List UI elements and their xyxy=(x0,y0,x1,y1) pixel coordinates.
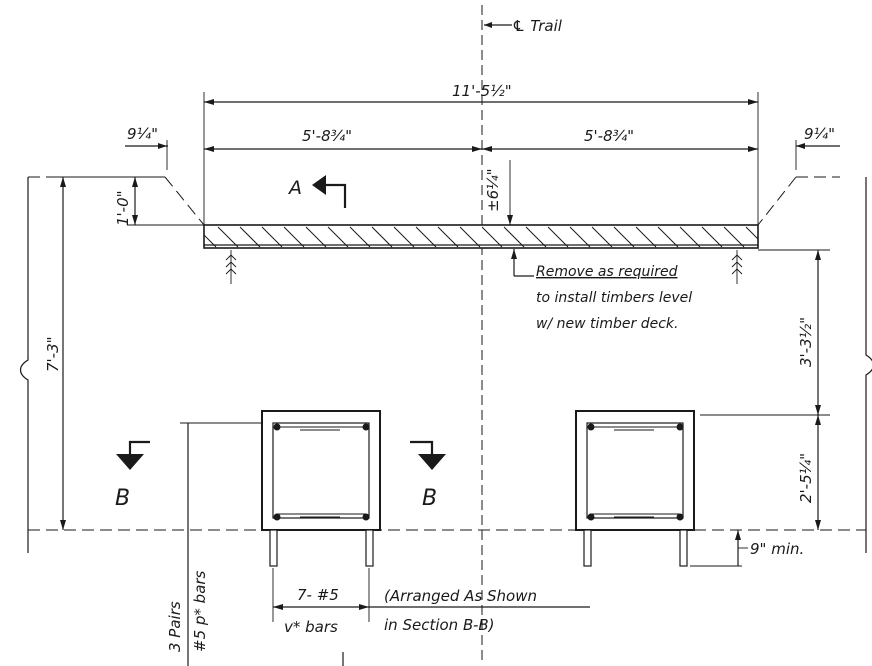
right-support-block xyxy=(575,410,695,567)
section-b-left-leader xyxy=(128,440,150,458)
deck-hatch-line xyxy=(657,226,679,248)
centerline-arrowhead xyxy=(484,22,492,28)
half-width-arrow-center-right xyxy=(482,146,492,152)
left-rise-label: 1'-0" xyxy=(114,190,132,226)
anchor-mark-right xyxy=(731,250,743,284)
top-chamfer-left xyxy=(164,176,205,226)
right-lower-height-label: 2'-5¼" xyxy=(797,453,815,503)
v-bars-arrow-left xyxy=(273,604,283,610)
embed-min-label: 9" min. xyxy=(750,540,804,558)
rise-arrow-bottom xyxy=(132,215,138,225)
deck-hatch-line xyxy=(503,226,525,248)
v-bars-arrow-right xyxy=(359,604,369,610)
deck-hatch-line xyxy=(393,226,415,248)
deck-hatch-line xyxy=(437,226,459,248)
anchor-mark-left xyxy=(225,250,237,284)
section-a-label: A xyxy=(287,177,302,199)
v-bars-count-label: 7- #5 xyxy=(297,586,339,604)
deck-hatch-line xyxy=(679,226,701,248)
right-half-width-label: 5'-8¾" xyxy=(584,127,634,145)
deck-hatch-line xyxy=(261,226,283,248)
overall-height-arrow-bottom xyxy=(60,520,66,530)
deck-hatch-line xyxy=(283,226,305,248)
deck-hatch-line xyxy=(701,226,723,248)
deck-hatch-line xyxy=(613,226,635,248)
remove-note-line3: w/ new timber deck. xyxy=(536,316,678,332)
deck-hatch-line xyxy=(239,226,261,248)
deck-hatch-line xyxy=(635,226,657,248)
right-upper-arrow-top xyxy=(815,250,821,260)
deck-thickness-label: ±6¼" xyxy=(484,168,502,212)
right-offset-arrow xyxy=(796,143,805,149)
embed-arrow-top xyxy=(735,530,741,540)
deck-hatch-line xyxy=(349,226,371,248)
deck-hatch-line xyxy=(415,226,437,248)
overall-width-arrow-left xyxy=(204,99,214,105)
p-bars-line2: #5 p* bars xyxy=(191,570,209,652)
deck-hatch-line xyxy=(591,226,613,248)
left-offset-arrow xyxy=(158,143,167,149)
section-b-right-arrow xyxy=(418,454,446,470)
deck-hatch-line xyxy=(459,226,481,248)
arranged-note-line2: in Section B-B) xyxy=(384,616,495,634)
deck-hatch-line xyxy=(305,226,327,248)
deck-hatch-line xyxy=(327,226,349,248)
overall-height-label: 7'-3" xyxy=(44,336,62,372)
deck-hatch-line xyxy=(217,226,239,248)
deck-hatch-line xyxy=(723,226,745,248)
top-chamfer-right xyxy=(757,176,797,226)
right-upper-arrow-bottom xyxy=(815,405,821,415)
overall-height-arrow-top xyxy=(60,177,66,187)
arranged-note-line1: (Arranged As Shown xyxy=(384,587,537,605)
deck-hatch-line xyxy=(481,226,503,248)
rise-arrow-top xyxy=(132,177,138,187)
deck-hatch-line xyxy=(745,226,759,240)
deck-thickness-arrow xyxy=(507,215,513,225)
remove-note-line1: Remove as required xyxy=(536,264,678,280)
section-b-left-arrow xyxy=(116,454,144,470)
section-b-right-label: B xyxy=(422,486,437,511)
deck-hatch-line xyxy=(547,226,569,248)
left-support-block xyxy=(261,410,381,567)
section-b-right-leader xyxy=(410,440,434,458)
centerline-trail-label: ℄ Trail xyxy=(512,17,563,35)
timber-deck xyxy=(203,224,759,249)
overall-width-label: 11'-5½" xyxy=(452,82,512,100)
overall-width-arrow-right xyxy=(748,99,758,105)
right-lower-arrow-bottom xyxy=(815,520,821,530)
right-upper-height-label: 3'-3½" xyxy=(797,317,815,367)
deck-hatch-line xyxy=(371,226,393,248)
left-offset-label: 9¼" xyxy=(127,125,158,143)
break-line-left xyxy=(19,177,29,553)
half-width-arrow-right xyxy=(748,146,758,152)
section-a-leader xyxy=(326,183,347,208)
section-a-arrow xyxy=(312,175,326,195)
deck-hatch-line xyxy=(569,226,591,248)
section-b-left-label: B xyxy=(115,486,130,511)
right-lower-arrow-top xyxy=(815,415,821,425)
p-bars-line1: 3 Pairs xyxy=(166,601,184,652)
deck-hatch-line xyxy=(525,226,547,248)
half-width-arrow-left xyxy=(204,146,214,152)
remove-note-arrow xyxy=(511,249,517,259)
deck-hatching xyxy=(203,226,759,248)
left-half-width-label: 5'-8¾" xyxy=(302,127,352,145)
v-bars-name-label: v* bars xyxy=(284,618,338,636)
half-width-arrow-center-left xyxy=(472,146,482,152)
remove-note-line2: to install timbers level xyxy=(536,290,692,306)
right-offset-label: 9¼" xyxy=(804,125,835,143)
break-line-right xyxy=(865,177,872,553)
